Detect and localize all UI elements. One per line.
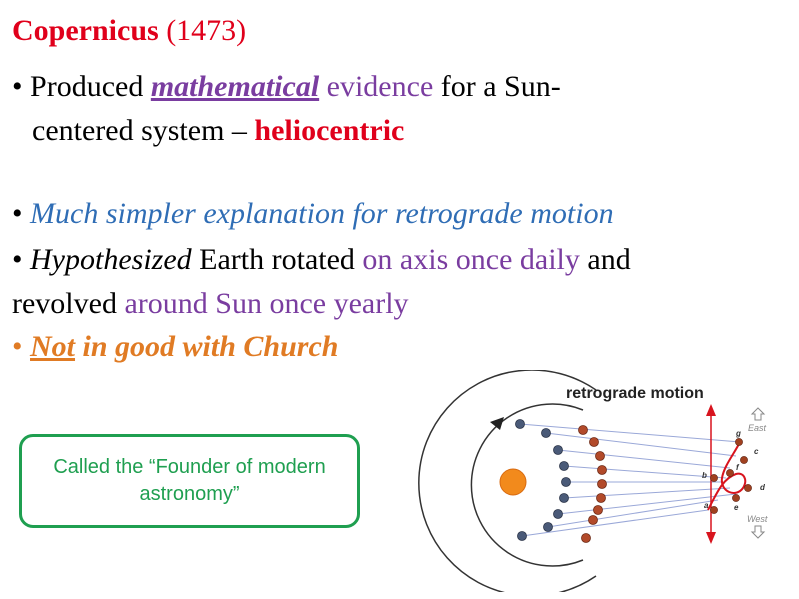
earth-marker	[559, 493, 569, 503]
earth-marker	[541, 428, 551, 438]
sightline	[545, 432, 737, 457]
diagram-title: retrograde motion	[566, 385, 704, 402]
emphasis-evidence: evidence	[326, 70, 434, 103]
bullet-dot: •	[12, 330, 23, 363]
planet-marker	[597, 465, 607, 475]
earth-marker	[515, 419, 525, 429]
path-point-label: g	[735, 429, 741, 438]
dash: –	[231, 114, 247, 147]
bullet-text: in good with Church	[82, 330, 339, 363]
orbit-arrow-icon	[490, 417, 504, 430]
bullet-text: Produced	[30, 70, 144, 103]
bullet-text: centered system	[32, 114, 225, 147]
slide-title: Copernicus (1473)	[12, 14, 246, 47]
title-name: Copernicus	[12, 14, 159, 47]
bullet-dot: •	[12, 70, 23, 103]
emphasis-around-sun: around Sun once yearly	[124, 287, 409, 320]
sightline	[557, 493, 737, 515]
bullet-text: revolved	[12, 287, 117, 320]
bullet-text: for a Sun-	[440, 70, 561, 103]
bullet-text: Earth rotated	[199, 243, 355, 276]
bullet-revolved-line: revolved around Sun once yearly	[12, 287, 409, 320]
sightline	[521, 509, 709, 537]
earth-marker	[561, 477, 571, 487]
east-arrow-icon	[750, 407, 766, 421]
planet-marker	[593, 505, 603, 515]
path-point-marker	[710, 506, 718, 514]
earth-marker	[553, 445, 563, 455]
path-point-label: d	[760, 483, 766, 492]
planet-marker	[596, 493, 606, 503]
bullet-retrograde-explanation: • Much simpler explanation for retrograd…	[12, 197, 614, 230]
planet-marker	[597, 479, 607, 489]
earth-marker	[517, 531, 527, 541]
retrograde-motion-diagram: retrograde motion g c b f d a e East West	[418, 370, 768, 592]
planet-marker	[581, 533, 591, 543]
sightline	[557, 449, 731, 469]
emphasis-hypothesized: Hypothesized	[30, 243, 192, 276]
east-label: East	[748, 423, 767, 433]
planet-marker	[588, 515, 598, 525]
bullet-hypothesized: • Hypothesized Earth rotated on axis onc…	[12, 243, 631, 276]
sightline	[519, 423, 741, 443]
path-point-label: e	[734, 503, 739, 512]
earth-positions	[515, 419, 571, 541]
sightline	[563, 487, 731, 499]
emphasis-mathematical: mathematical	[150, 70, 320, 103]
emphasis-heliocentric: heliocentric	[254, 114, 405, 147]
bullet-church: • Not in good with Church	[12, 330, 338, 363]
sightlines	[519, 423, 741, 537]
bullet-text: and	[587, 243, 631, 276]
planet-marker	[589, 437, 599, 447]
west-arrow-icon	[750, 525, 766, 539]
emphasis-not: Not	[30, 330, 76, 363]
path-point-label: f	[736, 463, 740, 472]
sun-icon	[499, 468, 527, 496]
earth-marker	[543, 522, 553, 532]
up-arrow-icon	[706, 404, 716, 416]
earth-marker	[559, 461, 569, 471]
path-point-marker	[740, 456, 748, 464]
path-point-label: c	[754, 447, 759, 456]
sightline	[547, 499, 719, 528]
planet-orbit	[418, 370, 597, 592]
path-point-label: b	[702, 471, 707, 480]
sightline	[563, 465, 727, 479]
path-point-marker	[710, 474, 718, 482]
earth-marker	[553, 509, 563, 519]
path-point-marker	[744, 484, 752, 492]
apparent-retrograde-path	[707, 441, 747, 511]
earth-orbit	[470, 403, 584, 567]
bullet-heliocentric-line: centered system – heliocentric	[32, 114, 404, 147]
planet-marker	[595, 451, 605, 461]
bullet-text: Much simpler explanation for retrograde …	[30, 197, 614, 230]
west-label: West	[747, 514, 768, 524]
planet-marker	[578, 425, 588, 435]
bullet-dot: •	[12, 243, 23, 276]
bullet-mathematical-evidence: • Produced mathematical evidence for a S…	[12, 70, 561, 103]
path-point-label: a	[704, 501, 709, 510]
path-point-marker	[735, 438, 743, 446]
bullet-dot: •	[12, 197, 23, 230]
planet-positions	[578, 425, 607, 543]
path-point-marker	[726, 469, 734, 477]
path-point-marker	[732, 494, 740, 502]
path-points: g c b f d a e	[702, 429, 766, 514]
callout-text: Called the “Founder of modern astronomy”	[53, 456, 326, 505]
title-year: (1473)	[166, 14, 247, 47]
callout-box: Called the “Founder of modern astronomy”	[19, 434, 360, 528]
down-arrow-icon	[706, 532, 716, 544]
emphasis-axis-daily: on axis once daily	[362, 243, 580, 276]
